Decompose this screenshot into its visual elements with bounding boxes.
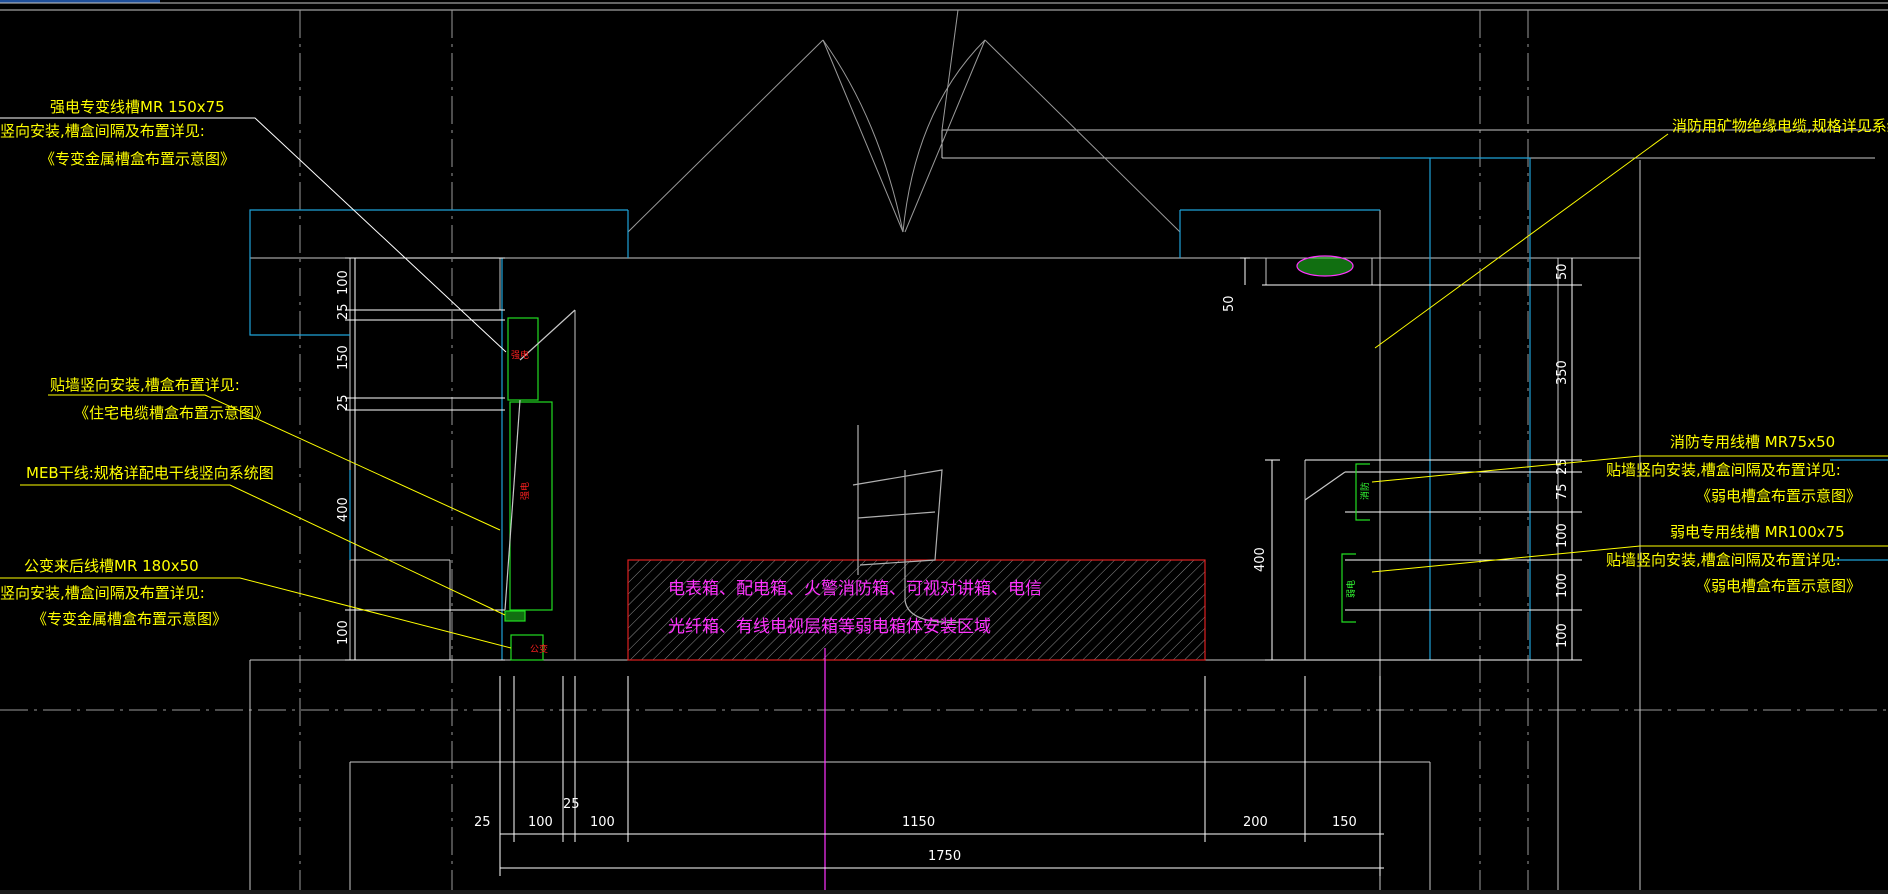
- dim-right-75: 75: [1555, 483, 1570, 500]
- main-tray-box: [509, 401, 553, 611]
- leader-lines: [0, 117, 1888, 649]
- dim-right-50: 50: [1555, 263, 1570, 280]
- right-tray-stack: [1296, 255, 1370, 660]
- ann-wall-mount-ref: 《住宅电缆槽盒布置示意图》: [74, 404, 269, 422]
- dim-left-25b: 25: [336, 394, 351, 411]
- ann-strong-note1: 竖向安装,槽盒间隔及布置详见:: [0, 122, 205, 140]
- meb-bar: [504, 610, 526, 622]
- dim-bottom-100b: 100: [590, 815, 615, 830]
- dim-right-350: 350: [1555, 360, 1570, 385]
- dim-left-150: 150: [336, 345, 351, 370]
- left-dim-labels: 100 25 150 25 400 100: [336, 270, 351, 645]
- ann-fire-tray: 消防专用线槽 MR75x50: [1670, 433, 1835, 451]
- tag-public: 公变: [530, 643, 548, 655]
- dim-right-100c: 100: [1555, 623, 1570, 648]
- weak-tray-box: [1341, 553, 1356, 623]
- dim-left-100b: 100: [336, 620, 351, 645]
- ann-public-tray: 公变来后线槽MR 180x50: [24, 557, 199, 575]
- dim-left-400: 400: [336, 497, 351, 522]
- ann-fire-note1: 贴墙竖向安装,槽盒间隔及布置详见:: [1606, 461, 1841, 479]
- top-title-strip: [0, 0, 160, 3]
- dim-bottom-25b: 25: [563, 797, 580, 812]
- install-area-hatch: [627, 559, 1206, 661]
- fire-cable-bundle: [1296, 255, 1354, 277]
- roof-and-door-lines: [627, 9, 1181, 233]
- annotation-texts: 强电专变线槽MR 150x75 竖向安装,槽盒间隔及布置详见: 《专变金属槽盒布…: [0, 98, 1888, 637]
- room-character-glyph: [852, 425, 963, 623]
- ann-fire-cable: 消防用矿物绝缘电缆,规格详见系统图: [1672, 117, 1888, 135]
- dim-right-100b: 100: [1555, 573, 1570, 598]
- tag-strong: 强电: [511, 349, 529, 361]
- tag-fire: 消防: [1359, 482, 1371, 500]
- ann-public-note2: 《专变金属槽盒布置示意图》: [32, 610, 227, 628]
- bottom-dimension-chain: [499, 676, 1384, 876]
- ann-weak-note2: 《弱电槽盒布置示意图》: [1696, 577, 1861, 595]
- dim-left-100: 100: [336, 270, 351, 295]
- tag-weak: 弱电: [1345, 580, 1357, 598]
- left-dimension-chain: [345, 257, 505, 661]
- axis-lines: [0, 10, 1888, 894]
- fire-tray-box: [1355, 463, 1370, 521]
- ann-strong-tray: 强电专变线槽MR 150x75: [50, 98, 225, 116]
- right-dim-labels: 50 350 25 75 100 100 100 50 400: [1222, 263, 1570, 648]
- dim-right-100a: 100: [1555, 523, 1570, 548]
- tag-main: 强电: [519, 482, 531, 500]
- dim-left-25a: 25: [336, 303, 351, 320]
- ann-wall-mount: 贴墙竖向安装,槽盒布置详见:: [50, 376, 240, 394]
- right-dimension-chain: [1240, 257, 1582, 661]
- dim-bottom-150: 150: [1332, 815, 1357, 830]
- status-bar: [0, 890, 1888, 894]
- ann-weak-note1: 贴墙竖向安装,槽盒间隔及布置详见:: [1606, 551, 1841, 569]
- dim-mid-400: 400: [1253, 547, 1268, 572]
- ann-meb: MEB干线:规格详配电干线竖向系统图: [26, 464, 274, 482]
- strong-tray-box: [507, 317, 539, 401]
- ann-install-area-1: 电表箱、配电箱、火警消防箱、可视对讲箱、电信: [668, 579, 1042, 599]
- left-tray-stack: [504, 309, 576, 661]
- structural-columns: [249, 157, 1888, 660]
- right-tray-tags: 消防 弱电: [1345, 482, 1371, 598]
- ann-fire-note2: 《弱电槽盒布置示意图》: [1696, 487, 1861, 505]
- dim-bottom-1150: 1150: [902, 815, 935, 830]
- drawing-frame: [0, 2, 1888, 11]
- left-tray-tags: 强电 强电 公变: [511, 349, 548, 655]
- dim-right-25: 25: [1555, 458, 1570, 475]
- ann-weak-tray: 弱电专用线槽 MR100x75: [1670, 523, 1845, 541]
- bottom-dim-labels: 25 100 25 100 1150 200 150 1750: [474, 797, 1357, 864]
- ann-public-note1: 竖向安装,槽盒间隔及布置详见:: [0, 584, 205, 602]
- dim-bottom-100a: 100: [528, 815, 553, 830]
- dim-bottom-200: 200: [1243, 815, 1268, 830]
- ann-install-area-2: 光纤箱、有线电视层箱等弱电箱体安装区域: [668, 617, 991, 637]
- dim-total-1750: 1750: [928, 849, 961, 864]
- dim-mid-50: 50: [1222, 295, 1237, 312]
- dim-bottom-25a: 25: [474, 815, 491, 830]
- wall-outlines: [249, 129, 1875, 894]
- ann-strong-note2: 《专变金属槽盒布置示意图》: [40, 150, 235, 168]
